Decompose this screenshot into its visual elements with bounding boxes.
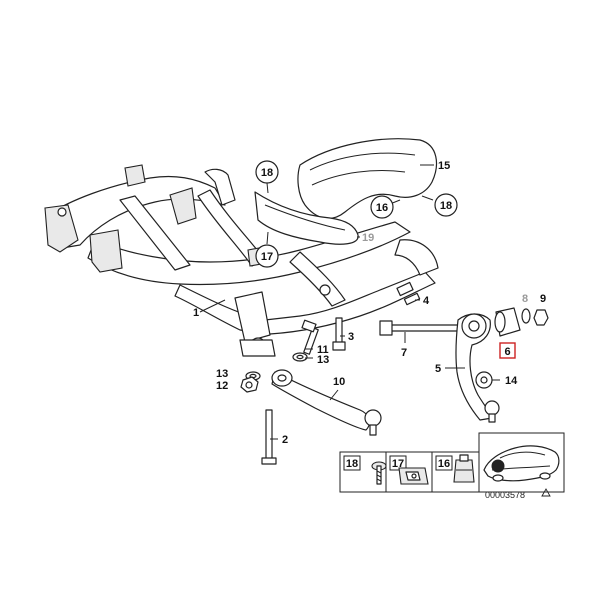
callout-labels: 1 2 3 4 5 7 8 9 10 11 12 13 13 14 15 19 bbox=[193, 160, 546, 446]
bolt-3 bbox=[332, 317, 346, 351]
label-7: 7 bbox=[401, 347, 407, 359]
label-17-cell: 17 bbox=[392, 458, 404, 470]
label-5: 5 bbox=[435, 363, 441, 375]
bolt-2 bbox=[261, 409, 277, 465]
label-1: 1 bbox=[193, 307, 199, 319]
svg-text:18: 18 bbox=[440, 200, 452, 212]
catalog-number: 00003578 bbox=[485, 490, 525, 500]
washer-8 bbox=[521, 308, 531, 324]
label-18-cell: 18 bbox=[346, 458, 358, 470]
front-subframe bbox=[44, 164, 439, 357]
circled-label-18-top: 18 bbox=[255, 160, 279, 184]
bushing-6 bbox=[494, 307, 521, 337]
svg-text:18: 18 bbox=[261, 167, 273, 179]
location-marker bbox=[491, 459, 505, 473]
label-16-cell: 16 bbox=[438, 458, 450, 470]
thrust-arm-5 bbox=[455, 313, 500, 423]
circled-label-18-right: 18 bbox=[434, 193, 458, 217]
label-9: 9 bbox=[540, 293, 546, 305]
label-13-right: 13 bbox=[317, 354, 329, 366]
hardware-strip: 18 17 16 bbox=[339, 451, 480, 493]
bolt-4 bbox=[396, 281, 421, 306]
warning-triangle-icon bbox=[541, 488, 551, 497]
label-13-left: 13 bbox=[216, 368, 228, 380]
svg-text:6: 6 bbox=[504, 346, 510, 358]
circled-label-17: 17 bbox=[255, 244, 279, 268]
heat-shield bbox=[297, 138, 438, 220]
label-15: 15 bbox=[438, 160, 450, 172]
control-arm-10 bbox=[271, 369, 382, 436]
label-3: 3 bbox=[348, 331, 354, 343]
label-14: 14 bbox=[505, 375, 518, 387]
small-guard-plate bbox=[254, 191, 359, 245]
label-8: 8 bbox=[522, 293, 528, 305]
label-4: 4 bbox=[423, 295, 430, 307]
clip-nut-17 bbox=[398, 467, 429, 485]
car-silhouette bbox=[483, 445, 560, 482]
vehicle-locator-inset bbox=[478, 432, 565, 493]
label-11: 11 bbox=[317, 344, 329, 356]
washer-13-upper bbox=[292, 352, 308, 362]
label-12: 12 bbox=[216, 380, 228, 392]
callout-lines bbox=[199, 164, 500, 440]
nut-9 bbox=[533, 309, 549, 326]
bolt-7 bbox=[379, 320, 461, 336]
circled-label-16: 16 bbox=[370, 195, 394, 219]
bushing-14 bbox=[475, 371, 493, 389]
label-2: 2 bbox=[282, 434, 288, 446]
svg-text:16: 16 bbox=[376, 202, 388, 214]
rubber-mount-16 bbox=[453, 454, 475, 483]
nut-12 bbox=[240, 376, 259, 393]
bolt-11 bbox=[301, 319, 319, 355]
label-19: 19 bbox=[362, 232, 374, 244]
highlighted-label-6: 6 bbox=[499, 342, 516, 359]
svg-text:17: 17 bbox=[261, 251, 273, 263]
screw-18 bbox=[371, 461, 387, 485]
label-10: 10 bbox=[333, 376, 345, 388]
